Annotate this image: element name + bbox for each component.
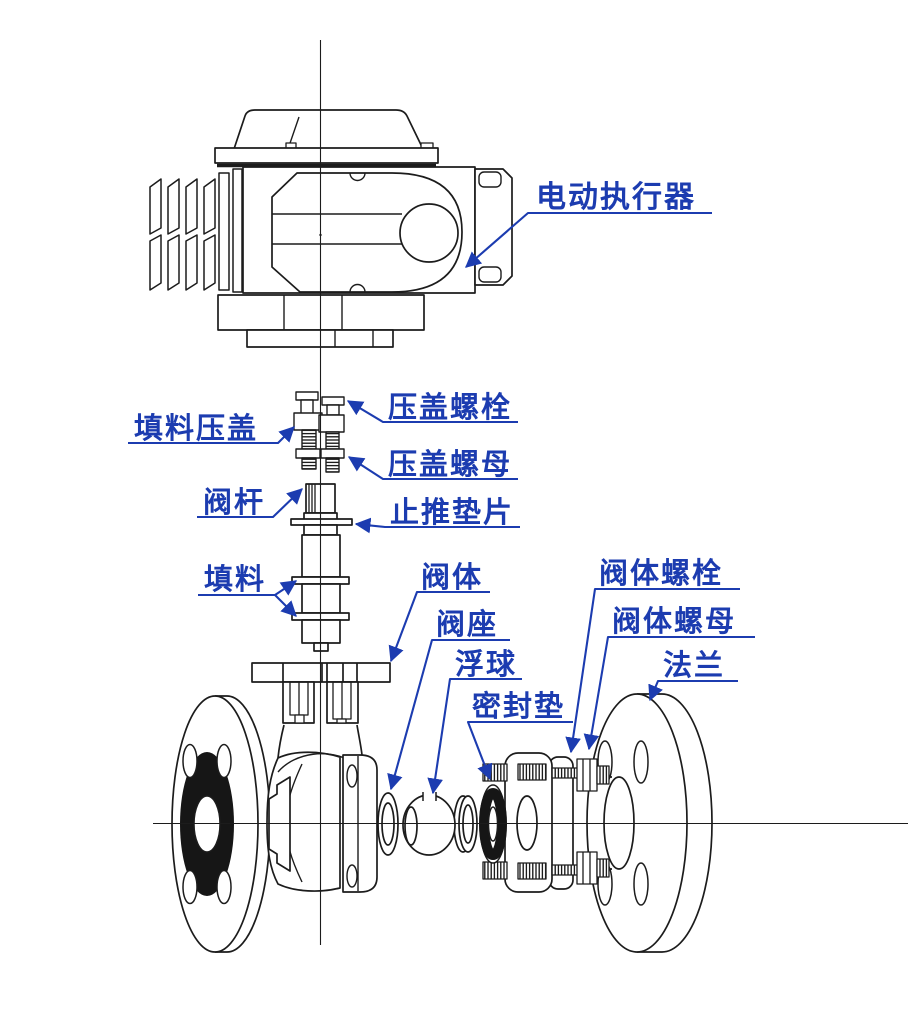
label-seal-gasket: 密封垫 [472, 689, 565, 723]
label-body-bolt: 阀体螺栓 [599, 557, 723, 590]
leader-body-bolt [565, 587, 740, 754]
label-gland-nut: 压盖螺母 [388, 448, 512, 481]
centerlines [153, 40, 908, 945]
valve-stem-part [290, 483, 353, 652]
leader-seal-gasket [466, 720, 573, 781]
leader-electric-actuator [465, 211, 712, 268]
labels-group: 电动执行器 填料压盖 压盖螺栓 压盖螺母 阀杆 止推垫片 填料 阀体 阀座 浮球… [134, 181, 736, 723]
leader-thrust-washer [354, 517, 520, 534]
leader-gland-nut [347, 456, 518, 481]
actuator-end-cap [474, 168, 513, 286]
leader-packing-gland [128, 426, 295, 445]
leader-valve-stem [197, 488, 303, 519]
label-packing-gland: 填料压盖 [134, 412, 258, 445]
actuator-drawing [149, 109, 513, 348]
label-gland-bolt: 压盖螺栓 [388, 391, 512, 424]
leader-lines [128, 211, 755, 795]
label-electric-actuator: 电动执行器 [536, 181, 696, 214]
actuator-fins [149, 168, 243, 293]
leader-packing-2 [274, 594, 297, 617]
valve-body-part [266, 724, 378, 893]
body-studs-nuts [482, 758, 610, 885]
label-valve-body: 阀体 [421, 561, 483, 594]
label-valve-seat: 阀座 [436, 607, 498, 641]
label-floating-ball: 浮球 [455, 648, 517, 681]
packing-gland-part [293, 391, 345, 473]
label-valve-stem: 阀杆 [203, 486, 265, 519]
label-packing: 填料 [204, 563, 266, 596]
label-flange: 法兰 [663, 649, 725, 682]
leader-floating-ball [427, 677, 522, 795]
leader-valve-body [388, 590, 490, 663]
leader-flange [648, 679, 738, 702]
leader-body-nut [583, 635, 755, 751]
thrust-washer-part [290, 518, 353, 526]
actuator-cover [214, 109, 439, 168]
actuator-body [242, 166, 476, 294]
floating-ball-part [402, 789, 456, 856]
drawing-root [149, 40, 908, 953]
leader-gland-bolt [346, 400, 518, 424]
leader-valve-seat [387, 638, 510, 791]
label-thrust-washer: 止推垫片 [390, 496, 514, 529]
label-body-nut: 阀体螺母 [612, 605, 736, 638]
